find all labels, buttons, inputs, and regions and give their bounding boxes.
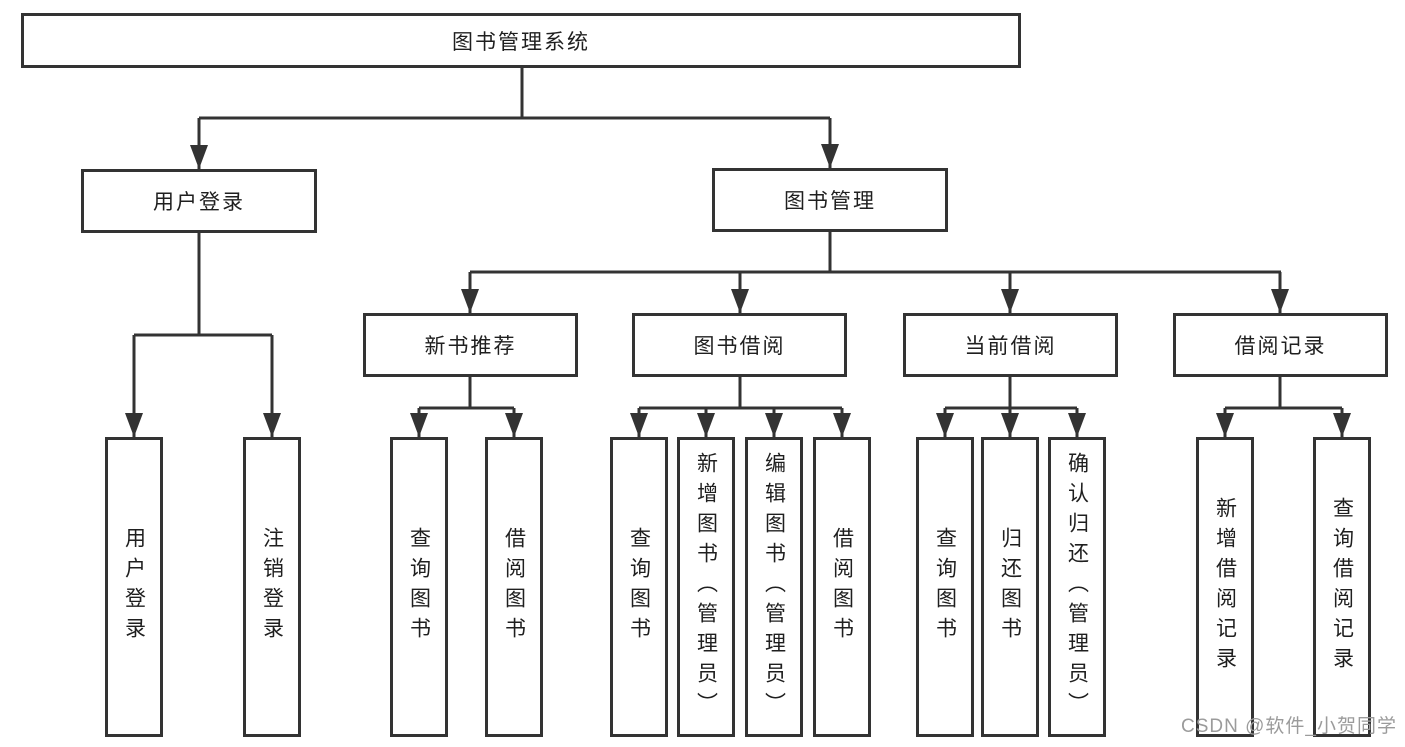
watermark-text: CSDN @软件_小贺同学 (1181, 716, 1397, 737)
leaf-borrow-books-recommend-label: 借阅图书 (502, 527, 526, 647)
leaf-add-book-admin-label: 新增图书（管理员） (694, 452, 718, 722)
node-user-login: 用户登录 (81, 169, 317, 233)
leaf-logout: 注销登录 (243, 437, 301, 737)
leaf-query-books-recommend: 查询图书 (390, 437, 448, 737)
leaf-add-borrow-record: 新增借阅记录 (1196, 437, 1254, 737)
node-current-borrow: 当前借阅 (903, 313, 1118, 377)
leaf-edit-book-admin-label: 编辑图书（管理员） (762, 452, 786, 722)
node-borrow-records-label: 借阅记录 (1234, 335, 1327, 358)
node-user-login-label: 用户登录 (153, 191, 245, 214)
leaf-borrow-books-2-label: 借阅图书 (830, 527, 854, 647)
leaf-add-book-admin: 新增图书（管理员） (677, 437, 735, 737)
leaf-logout-label: 注销登录 (260, 527, 284, 647)
node-new-book-recommend: 新书推荐 (363, 313, 578, 377)
node-current-borrow-label: 当前借阅 (964, 335, 1057, 358)
leaf-add-borrow-record-label: 新增借阅记录 (1213, 497, 1237, 677)
leaf-query-books-recommend-label: 查询图书 (407, 527, 431, 647)
leaf-confirm-return-admin: 确认归还（管理员） (1048, 437, 1106, 737)
node-borrow-records: 借阅记录 (1173, 313, 1388, 377)
leaf-edit-book-admin: 编辑图书（管理员） (745, 437, 803, 737)
node-book-management-label: 图书管理 (784, 190, 876, 213)
connector-arrows (125, 118, 1351, 437)
leaf-borrow-books-2: 借阅图书 (813, 437, 871, 737)
node-new-book-recommend-label: 新书推荐 (424, 335, 517, 358)
leaf-query-borrow-record-label: 查询借阅记录 (1330, 497, 1354, 677)
leaf-query-books-current-label: 查询图书 (933, 527, 957, 647)
leaf-query-borrow-record: 查询借阅记录 (1313, 437, 1371, 737)
leaf-user-login: 用户登录 (105, 437, 163, 737)
leaf-return-books-label: 归还图书 (998, 527, 1022, 647)
connector-trunks (134, 68, 1342, 410)
node-book-management: 图书管理 (712, 168, 948, 232)
leaf-user-login-label: 用户登录 (122, 527, 146, 647)
node-root: 图书管理系统 (21, 13, 1021, 68)
leaf-query-books-borrow-label: 查询图书 (627, 527, 651, 647)
leaf-query-books-current: 查询图书 (916, 437, 974, 737)
leaf-return-books: 归还图书 (981, 437, 1039, 737)
node-book-borrow: 图书借阅 (632, 313, 847, 377)
node-root-label: 图书管理系统 (452, 30, 590, 54)
leaf-borrow-books-recommend: 借阅图书 (485, 437, 543, 737)
node-book-borrow-label: 图书借阅 (693, 335, 786, 358)
leaf-query-books-borrow: 查询图书 (610, 437, 668, 737)
leaf-confirm-return-admin-label: 确认归还（管理员） (1065, 452, 1089, 722)
